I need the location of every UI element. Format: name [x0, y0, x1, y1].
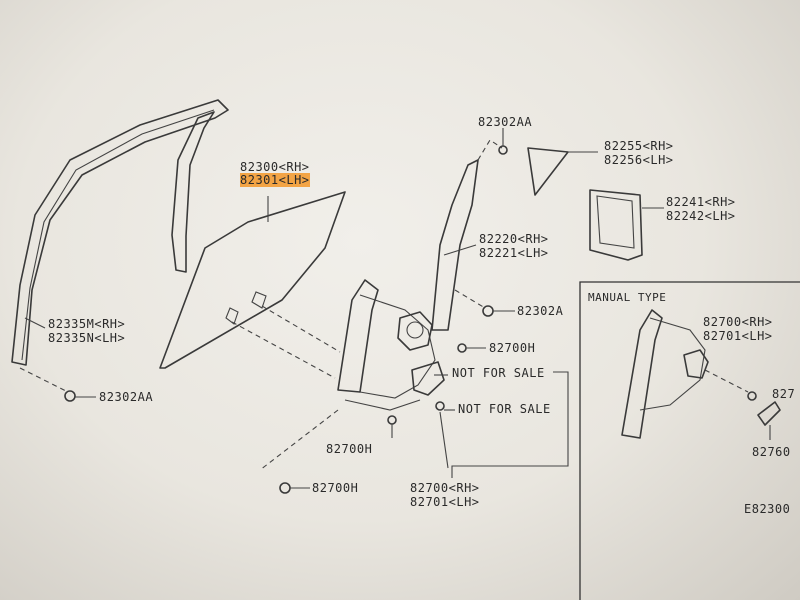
- label-82302aa-top: 82302AA: [478, 115, 533, 129]
- glass-regulator-link: [231, 321, 336, 379]
- label-82302a: 82302A: [517, 304, 564, 318]
- door-sash-inner: [21, 109, 215, 361]
- door-sash-frame: [11, 99, 229, 366]
- label-82700-rh: 82700<RH>: [410, 481, 480, 495]
- rear-channel: [431, 159, 479, 331]
- label-82220: 82220<RH>: [479, 232, 549, 246]
- glass-bracket-1: [225, 307, 239, 325]
- label-82700h-a: 82700H: [489, 341, 536, 355]
- highlight-82301: 82301<LH>: [240, 173, 310, 187]
- quarter-glass: [527, 147, 569, 196]
- label-82335m: 82335M<RH>: [48, 317, 126, 331]
- glass-bracket-2: [251, 291, 267, 309]
- window-regulator: [337, 279, 379, 393]
- quarter-frame: [589, 189, 643, 261]
- label-82221: 82221<LH>: [479, 246, 549, 260]
- label-manual-type: MANUAL TYPE: [588, 291, 667, 304]
- label-82302aa-bottom: 82302AA: [99, 390, 154, 404]
- label-82256: 82256<LH>: [604, 153, 674, 167]
- label-82255: 82255<RH>: [604, 139, 674, 153]
- label-mt-82700: 82700<RH>: [703, 315, 773, 329]
- label-82335n: 82335N<LH>: [48, 331, 126, 345]
- label-82300: 82300<RH>: [240, 160, 310, 174]
- door-glass: [159, 191, 346, 369]
- manual-type-box: [579, 281, 800, 600]
- label-mt-82760: 82760: [752, 445, 791, 459]
- label-82700h-b: 82700H: [326, 442, 373, 456]
- front-channel: [171, 111, 215, 273]
- label-82241: 82241<RH>: [666, 195, 736, 209]
- bolt-link-bottom-left: [19, 367, 69, 393]
- label-mt-82701: 82701<LH>: [703, 329, 773, 343]
- label-82301: 82301<LH>: [240, 173, 310, 187]
- bolt-bottom-left: [64, 390, 76, 402]
- label-not-for-sale-1: NOT FOR SALE: [452, 366, 545, 380]
- label-mt-827: 827: [772, 387, 796, 401]
- label-82700h-c: 82700H: [312, 481, 359, 495]
- label-not-for-sale-2: NOT FOR SALE: [458, 402, 551, 416]
- label-82701-lh: 82701<LH>: [410, 495, 480, 509]
- label-figure-code: E82300: [744, 502, 791, 516]
- label-82242: 82242<LH>: [666, 209, 736, 223]
- manual-regulator: [621, 309, 663, 439]
- glass-regulator-link-2: [261, 305, 341, 353]
- leader-82335: [24, 317, 46, 329]
